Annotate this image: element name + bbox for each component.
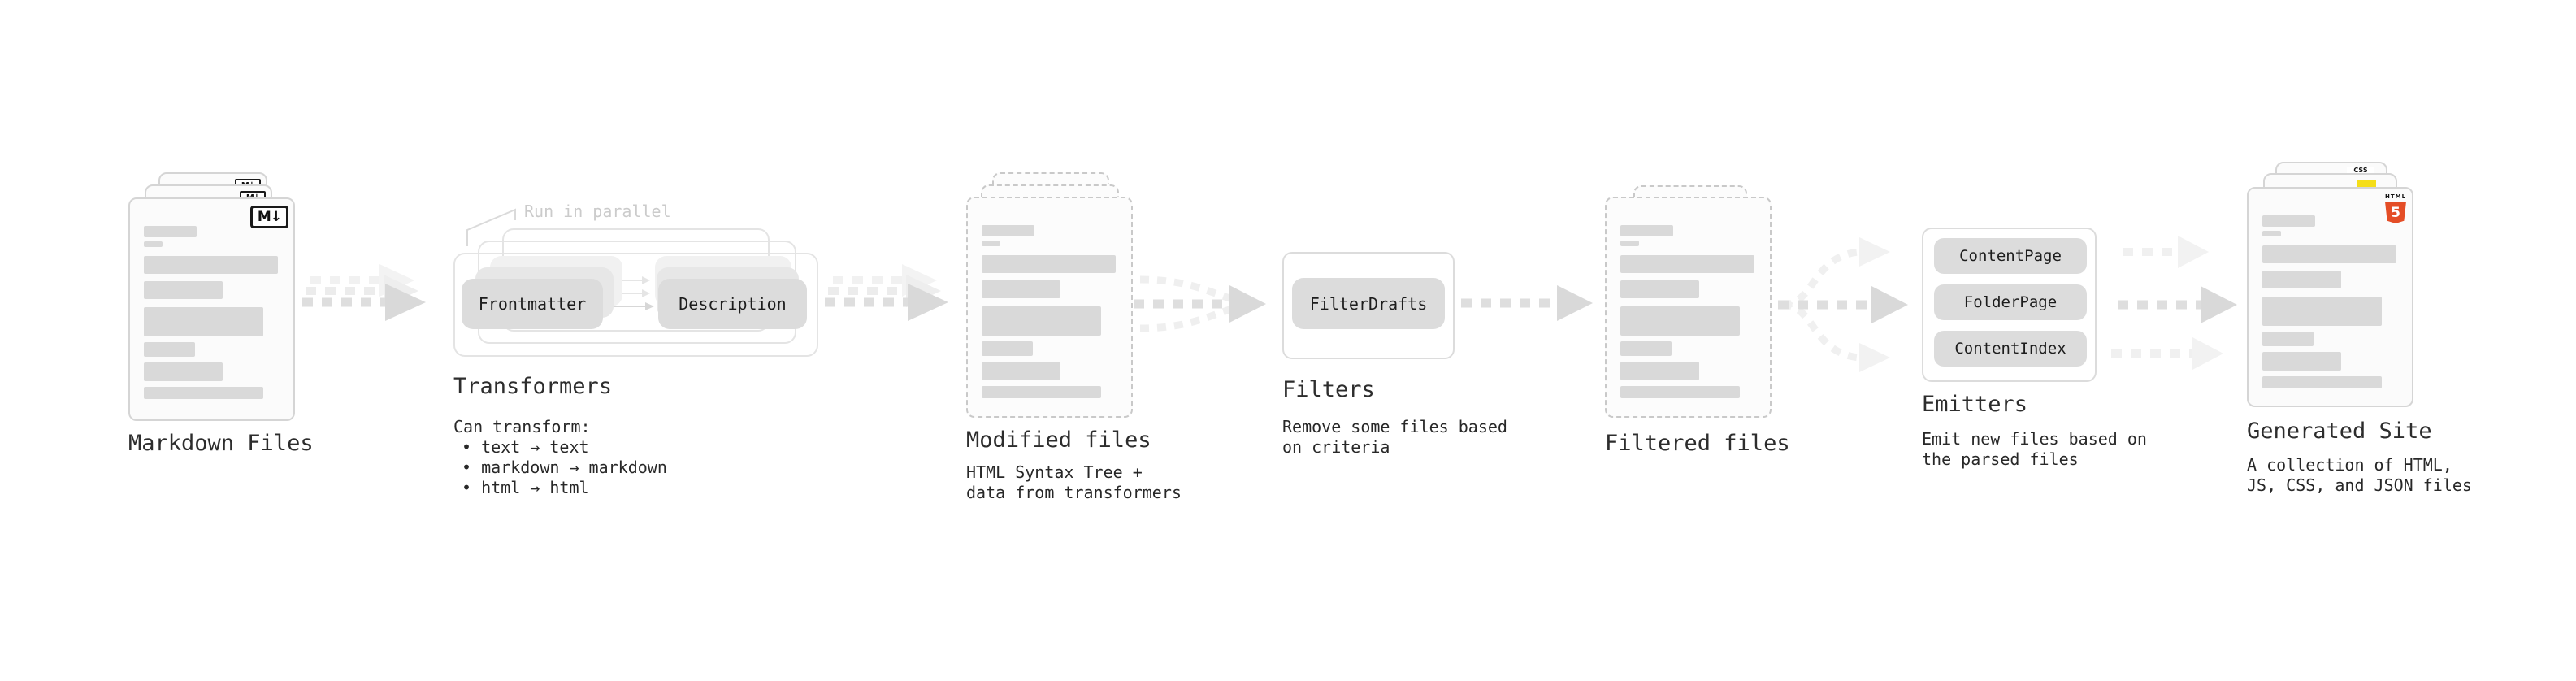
emitters-description: Emit new files based on the parsed files (1922, 429, 2147, 470)
skeleton-line (982, 306, 1101, 336)
contentpage-pill: ContentPage (1934, 238, 2087, 274)
skeleton-line (2262, 352, 2341, 371)
skeleton-line (2262, 215, 2315, 227)
filtered-file-card-front (1605, 197, 1772, 418)
skeleton-line (1620, 241, 1639, 246)
skeleton-line (1620, 362, 1699, 380)
skeleton-line (2262, 245, 2396, 263)
skeleton-line (982, 225, 1034, 236)
html5-shield: 5 (2385, 202, 2406, 223)
markdown-icon: M↓ (250, 206, 288, 228)
run-in-parallel-leader-line (466, 208, 516, 246)
folderpage-pill: FolderPage (1934, 284, 2087, 320)
emitters-desc-line: Emit new files based on (1922, 429, 2147, 449)
skeleton-line (2262, 271, 2341, 288)
skeleton-line (144, 241, 163, 247)
arrow-filters-to-filtered-icon (1461, 285, 1593, 321)
filters-desc-line: on criteria (1282, 437, 1390, 457)
arrow-modified-to-filters-icon (1134, 275, 1266, 332)
skeleton-line (1620, 306, 1740, 336)
frontmatter-pill: Frontmatter (462, 279, 603, 329)
generated-site-description: A collection of HTML, JS, CSS, and JSON … (2247, 455, 2472, 496)
skeleton-line (144, 342, 195, 357)
skeleton-line (982, 241, 1000, 246)
filters-desc-line: Remove some files based (1282, 417, 1507, 436)
skeleton-line (144, 226, 197, 237)
arrow-markdown-to-transformers-icon (302, 264, 426, 321)
arrow-emitters-to-generated-icon (2111, 236, 2237, 370)
html5-icon: HTML 5 (2384, 193, 2407, 223)
markdown-file-card-front: M↓ (128, 197, 295, 421)
skeleton-line (1620, 280, 1699, 298)
skeleton-line (144, 256, 278, 274)
skeleton-line (144, 387, 263, 399)
skeleton-line (982, 255, 1116, 273)
transformers-layer-front (453, 253, 818, 357)
contentindex-pill: ContentIndex (1934, 331, 2087, 367)
skeleton-line (144, 307, 263, 336)
skeleton-line (982, 341, 1033, 356)
modified-file-card-front (966, 197, 1133, 418)
generated-desc-line: A collection of HTML, (2247, 455, 2452, 475)
modified-desc-line: data from transformers (966, 483, 1182, 502)
arrow-transformers-to-modified-icon (825, 264, 948, 321)
skeleton-line (982, 362, 1060, 380)
skeleton-line (982, 386, 1101, 398)
skeleton-line (2262, 231, 2281, 236)
transformers-desc-line: • text → text (462, 437, 589, 457)
markdown-files-label: Markdown Files (128, 431, 314, 456)
modified-desc-line: HTML Syntax Tree + (966, 462, 1143, 482)
filterdrafts-pill: FilterDrafts (1292, 278, 1445, 329)
generated-site-label: Generated Site (2247, 419, 2432, 444)
transformers-desc-line: • html → html (462, 478, 589, 497)
generated-file-card-front: HTML 5 (2247, 187, 2413, 407)
skeleton-line (1620, 225, 1673, 236)
filters-title: Filters (1282, 377, 1375, 402)
js-icon (2357, 180, 2376, 189)
run-in-parallel-callout: Run in parallel (524, 202, 671, 221)
transformers-desc-line: Can transform: (453, 417, 591, 436)
skeleton-line (144, 281, 223, 299)
transformers-desc-line: • markdown → markdown (462, 458, 667, 477)
skeleton-line (144, 362, 223, 381)
skeleton-line (2262, 297, 2382, 326)
filtered-files-label: Filtered files (1605, 431, 1790, 456)
skeleton-line (2262, 332, 2314, 346)
skeleton-line (1620, 341, 1672, 356)
arrow-filtered-to-emitters-icon (1778, 237, 1908, 372)
skeleton-line (2262, 376, 2382, 388)
emitters-title: Emitters (1922, 392, 2028, 417)
skeleton-line (1620, 386, 1740, 398)
emitters-desc-line: the parsed files (1922, 449, 2079, 469)
description-pill: Description (658, 279, 807, 329)
transformers-title: Transformers (453, 374, 613, 399)
modified-files-label: Modified files (966, 427, 1151, 453)
html5-wordmark: HTML (2384, 193, 2407, 200)
transformers-description: Can transform: • text → text • markdown … (453, 417, 667, 498)
generated-desc-line: JS, CSS, and JSON files (2247, 475, 2472, 495)
skeleton-line (982, 280, 1060, 298)
filters-description: Remove some files based on criteria (1282, 417, 1507, 458)
modified-files-description: HTML Syntax Tree + data from transformer… (966, 462, 1182, 503)
skeleton-line (1620, 255, 1754, 273)
